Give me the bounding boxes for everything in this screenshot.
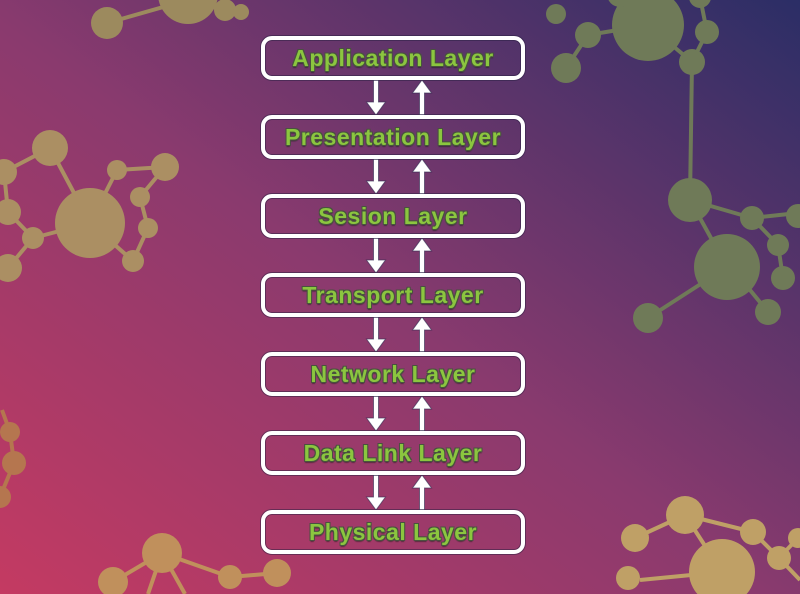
layer-label-application: Application Layer <box>292 44 494 71</box>
layer-box-physical: Physical Layer <box>261 510 525 554</box>
up-arrow <box>411 316 433 353</box>
layer-label-physical: Physical Layer <box>308 518 478 545</box>
layer-box-network: Network Layer <box>261 352 525 396</box>
layer-box-transport: Transport Layer <box>261 273 525 317</box>
flow-arrows <box>365 79 433 511</box>
layer-label-session: Sesion Layer <box>318 202 468 229</box>
layer-box-application: Application Layer <box>261 36 525 80</box>
down-arrow <box>365 237 387 274</box>
network-cluster-top-right-links <box>564 0 799 320</box>
network-cluster-left <box>0 130 179 282</box>
up-arrow <box>411 474 433 511</box>
up-arrow <box>411 395 433 432</box>
network-cluster-top-left <box>91 0 249 39</box>
up-arrow <box>411 79 433 116</box>
network-cluster-bottom-right <box>616 496 800 594</box>
layer-box-data-link: Data Link Layer <box>261 431 525 475</box>
layer-label-data-link: Data Link Layer <box>303 439 483 466</box>
network-cluster-bottom-center-links <box>111 551 278 594</box>
network-cluster-top-right <box>546 0 800 333</box>
down-arrow <box>365 395 387 432</box>
layer-label-network: Network Layer <box>310 360 476 387</box>
layer-label-presentation: Presentation Layer <box>284 123 502 150</box>
down-arrow <box>365 316 387 353</box>
network-cluster-left-edge <box>0 409 26 508</box>
down-arrow <box>365 79 387 116</box>
network-cluster-bottom-center <box>98 533 291 594</box>
up-arrow <box>411 237 433 274</box>
layer-label-transport: Transport Layer <box>302 281 484 308</box>
down-arrow <box>365 158 387 195</box>
layer-box-session: Sesion Layer <box>261 194 525 238</box>
down-arrow <box>365 474 387 511</box>
layer-box-presentation: Presentation Layer <box>261 115 525 159</box>
up-arrow <box>411 158 433 195</box>
